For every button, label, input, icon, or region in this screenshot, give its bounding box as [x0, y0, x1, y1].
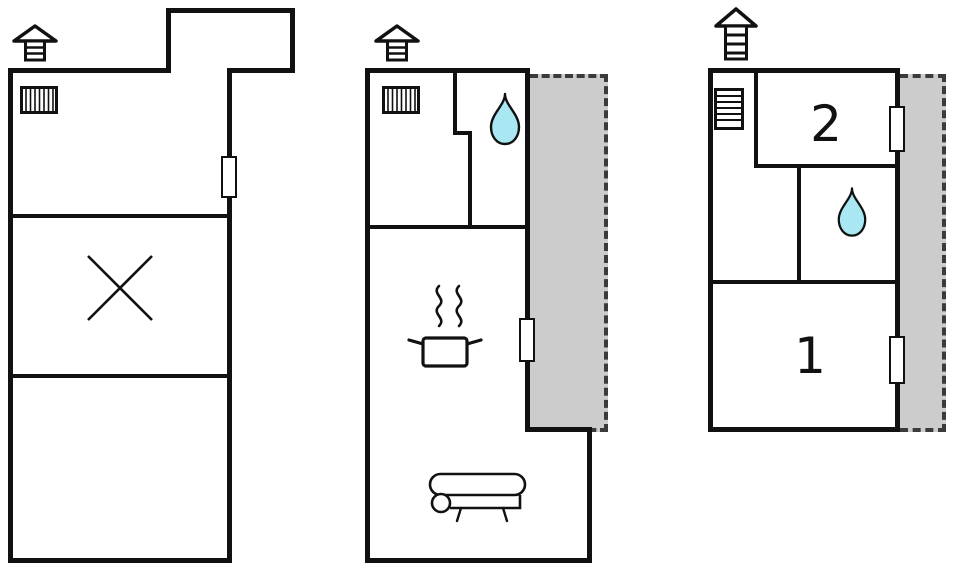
radiator-icon	[20, 86, 58, 114]
water-drop-icon	[835, 186, 869, 238]
wall-segment	[587, 427, 592, 563]
wall-segment	[8, 68, 171, 73]
wall-segment	[8, 558, 232, 563]
chimney-icon	[12, 24, 58, 64]
terrace-area	[900, 74, 946, 432]
wall-segment	[708, 68, 900, 73]
window	[889, 106, 905, 152]
wall-segment	[227, 68, 232, 563]
wall-segment	[525, 427, 592, 432]
wall-segment	[525, 68, 530, 432]
wall-segment	[754, 164, 900, 168]
wall-segment	[453, 131, 472, 135]
wall-segment	[365, 558, 592, 563]
window	[519, 318, 535, 362]
stairs-cross-icon	[86, 254, 154, 322]
chimney-icon	[374, 24, 420, 64]
wall-segment	[708, 68, 713, 432]
wall-segment	[290, 8, 295, 73]
wall-segment	[365, 68, 530, 73]
terrace-area	[530, 74, 608, 432]
window	[221, 156, 237, 198]
wall-segment	[8, 214, 232, 218]
wall-segment	[797, 164, 801, 284]
water-drop-icon	[487, 92, 523, 146]
radiator-icon	[382, 86, 420, 114]
wall-segment	[895, 68, 900, 432]
stove-icon	[405, 282, 485, 377]
radiator-icon	[714, 88, 744, 130]
sofa-icon	[425, 462, 530, 530]
chimney-icon	[714, 6, 758, 64]
wall-segment	[166, 8, 171, 73]
wall-segment	[468, 131, 472, 229]
wall-segment	[8, 68, 13, 563]
wall-segment	[166, 8, 295, 13]
wall-segment	[754, 68, 758, 168]
wall-segment	[8, 374, 232, 378]
room-label-1: 1	[794, 327, 826, 385]
room-label-2: 2	[810, 95, 842, 153]
wall-segment	[365, 68, 370, 563]
wall-segment	[365, 225, 530, 229]
wall-segment	[453, 68, 457, 135]
window	[889, 336, 905, 384]
wall-segment	[229, 68, 295, 73]
wall-segment	[708, 280, 900, 284]
wall-segment	[708, 427, 900, 432]
